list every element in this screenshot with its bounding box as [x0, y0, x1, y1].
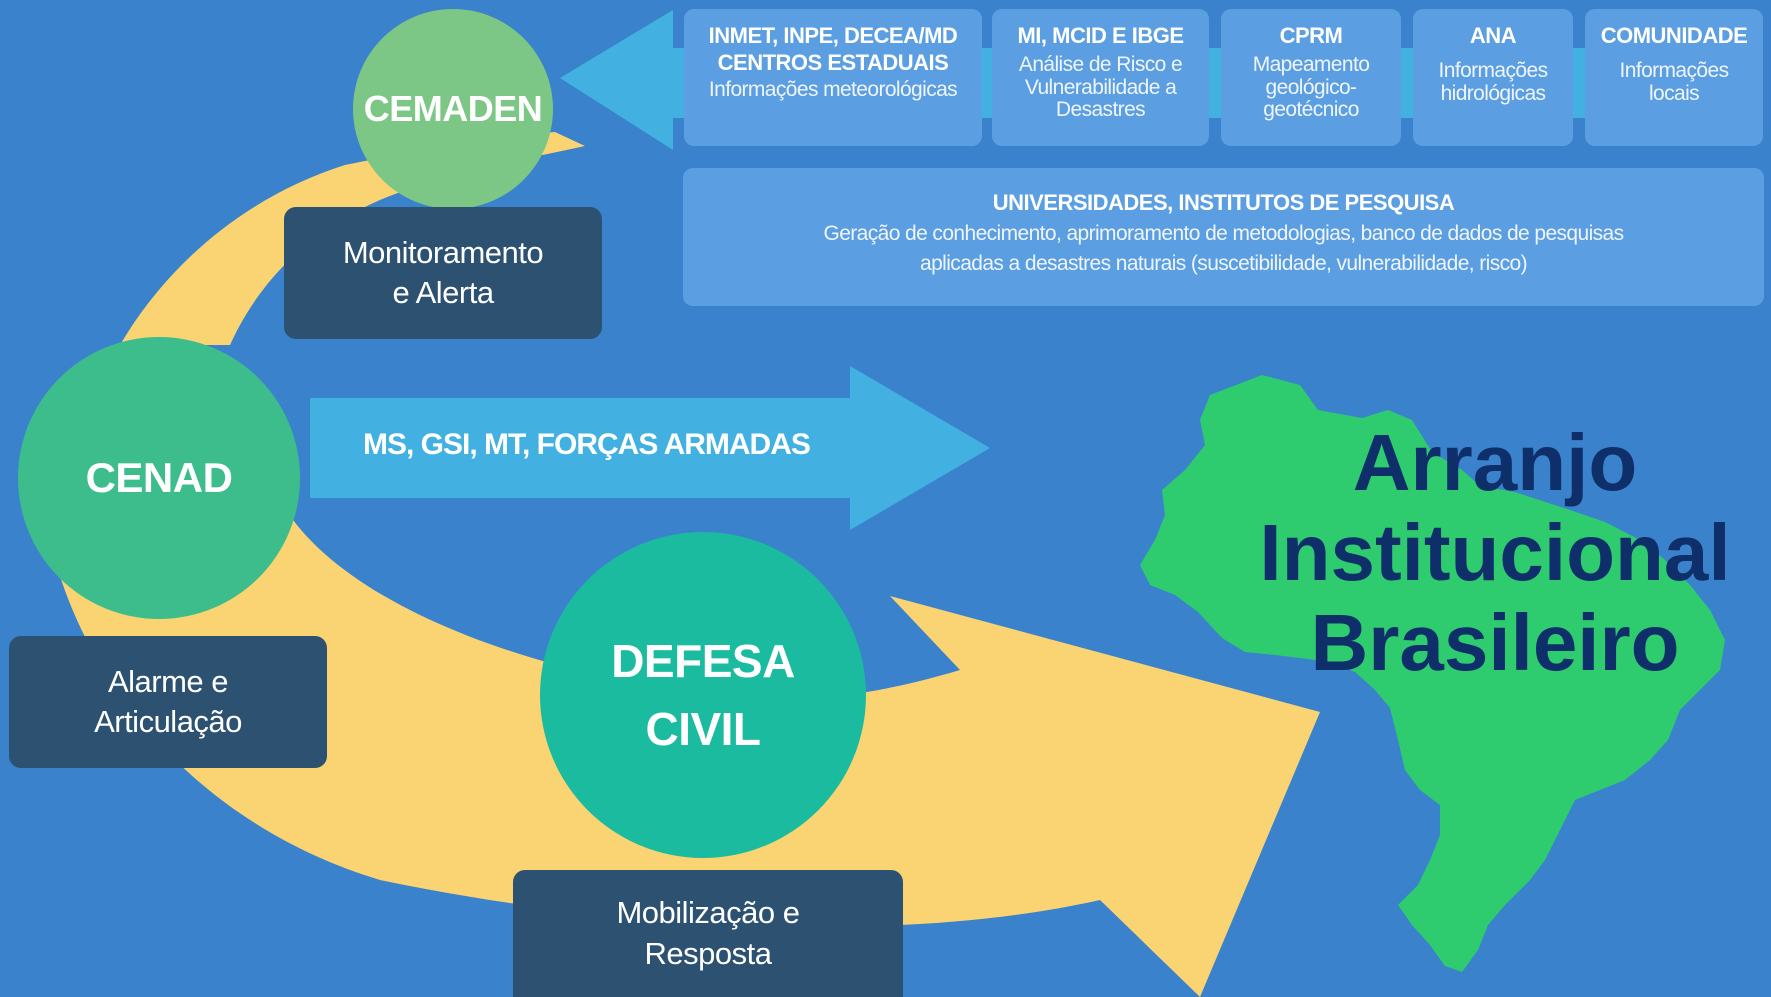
card-universidades-title: UNIVERSIDADES, INSTITUTOS DE PESQUISA	[992, 190, 1455, 215]
support-flow-label: MS, GSI, MT, FORÇAS ARMADAS	[363, 428, 811, 461]
card-mi-desc: Análise de Risco e Vulnerabilidade a Des…	[1018, 52, 1183, 122]
card-ana: ANA Informações hidrológicas	[1413, 9, 1573, 146]
node-cenad: CENAD	[18, 337, 300, 619]
card-inmet-title: INMET, INPE, DECEA/MD CENTROS ESTADUAIS	[708, 23, 958, 75]
card-cprm-title: CPRM	[1279, 23, 1343, 48]
page-title: Arranjo Institucional Brasileiro	[1259, 418, 1731, 687]
card-comunidade-desc: Informações locais	[1619, 58, 1730, 105]
node-cemaden: CEMADEN	[353, 9, 553, 209]
card-mi-title: MI, MCID E IBGE	[1017, 23, 1184, 48]
card-universidades-desc: Geração de conhecimento, aprimoramento d…	[823, 221, 1624, 275]
label-alarme: Alarme e Articulação	[9, 636, 327, 768]
cycle-arrow-top	[120, 132, 585, 345]
support-flow-arrow	[310, 366, 990, 530]
card-ana-desc: Informações hidrológicas	[1438, 58, 1549, 105]
node-defesa-civil: DEFESA CIVIL	[540, 532, 866, 858]
card-comunidade: COMUNIDADE Informações locais	[1585, 9, 1763, 146]
card-comunidade-title: COMUNIDADE	[1600, 23, 1748, 48]
label-mobilizacao: Mobilização e Resposta	[513, 870, 903, 997]
card-inmet: INMET, INPE, DECEA/MD CENTROS ESTADUAIS …	[684, 9, 982, 146]
card-cprm: CPRM Mapeamento geológico- geotécnico	[1221, 9, 1401, 146]
card-ana-title: ANA	[1469, 23, 1517, 48]
label-monitoramento: Monitoramento e Alerta	[284, 207, 602, 339]
brazil-map	[1140, 375, 1725, 972]
card-universidades: UNIVERSIDADES, INSTITUTOS DE PESQUISA Ge…	[683, 168, 1764, 306]
card-cprm-desc: Mapeamento geológico- geotécnico	[1252, 52, 1370, 122]
card-inmet-desc: Informações meteorológicas	[708, 77, 958, 101]
card-mi: MI, MCID E IBGE Análise de Risco e Vulne…	[992, 9, 1209, 146]
